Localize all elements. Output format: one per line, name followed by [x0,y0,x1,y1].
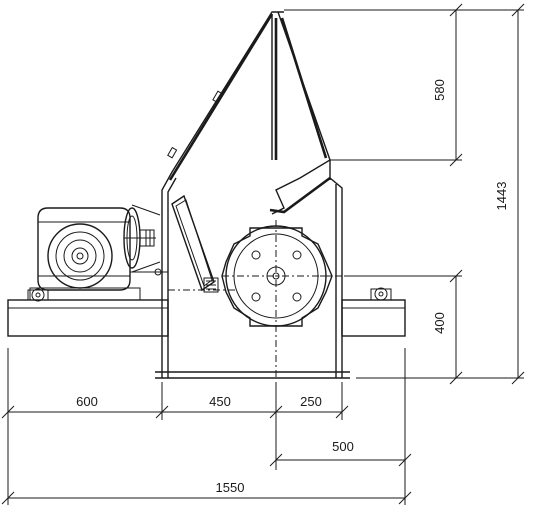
vertical-dimensions [284,3,525,385]
horizontal-dimensions [1,348,412,505]
left-bolt-icon [31,288,45,302]
left-base-beam [7,299,169,337]
motor [29,204,168,301]
crusher-body [155,11,355,379]
dim-400-label: 400 [432,312,447,334]
swing-arm [171,194,219,293]
right-base-beam [341,299,406,337]
dim-600-label: 600 [76,394,98,409]
base-frame [7,287,406,337]
dim-500-label: 500 [332,439,354,454]
dim-1550-label: 1550 [216,480,245,495]
dim-1443-label: 1443 [494,182,509,211]
rotor [221,220,333,380]
adjuster-wheel-icon [123,204,161,273]
spring-block [203,277,219,293]
dim-580-label: 580 [432,79,447,101]
dim-250-label: 250 [300,394,322,409]
right-bolt-icon [374,287,388,301]
motor-pulley [47,223,113,289]
dim-450-label: 450 [209,394,231,409]
